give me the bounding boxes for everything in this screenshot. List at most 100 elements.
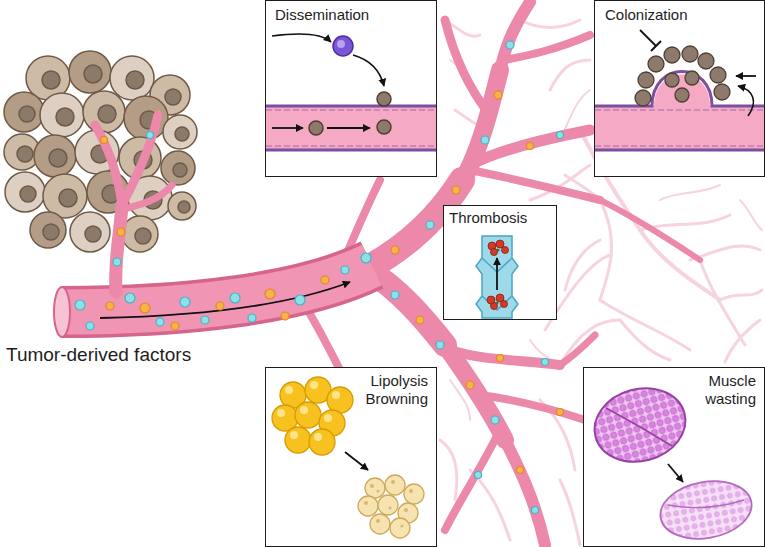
panel-text-group: Muscle wasting xyxy=(694,372,756,408)
colonization-scene xyxy=(682,46,698,62)
fat-cells xyxy=(404,484,424,504)
muscle-fibers xyxy=(586,378,694,471)
fat-cells xyxy=(358,496,378,516)
panel-title: Browning xyxy=(365,390,428,408)
tumor-cells xyxy=(126,71,144,89)
blood-vessel xyxy=(505,440,545,545)
pale-vessel-tree xyxy=(725,320,760,362)
panel-box: Muscle wasting xyxy=(583,367,765,547)
tumor-cells xyxy=(43,224,59,240)
main-vessel xyxy=(54,265,372,337)
thrombosis-scene xyxy=(491,249,498,256)
fat-cells xyxy=(290,431,298,439)
tumor-cells xyxy=(70,212,110,252)
pale-vessel-tree xyxy=(520,20,580,28)
tumor-cells xyxy=(17,146,33,162)
colonization-scene xyxy=(710,67,726,83)
fat-cells xyxy=(345,452,368,470)
blood-vessel xyxy=(450,350,560,365)
factor-dot-orange xyxy=(101,91,564,474)
factor-dot-cyan xyxy=(391,291,399,299)
factor-dot-orange xyxy=(140,303,150,313)
tumor-vessel xyxy=(122,115,158,205)
tumor-cells xyxy=(69,51,111,93)
dissemination-scene xyxy=(266,145,436,147)
thrombosis-scene xyxy=(496,258,498,290)
colonization-scene xyxy=(736,75,756,77)
colonization-scene xyxy=(595,145,764,147)
fat-cells xyxy=(277,381,340,441)
tumor-cells xyxy=(34,135,76,177)
fat-cells xyxy=(272,377,353,455)
tumor-cells xyxy=(30,212,66,248)
fat-cells xyxy=(295,402,321,428)
factor-dot-cyan xyxy=(86,322,94,330)
tumor-cells xyxy=(98,105,116,123)
factor-dot-cyan xyxy=(426,221,434,229)
fat-cells xyxy=(389,507,392,510)
pale-vessel-tree xyxy=(640,230,720,300)
tumor-cells xyxy=(178,201,190,213)
factor-dot-orange xyxy=(391,246,399,254)
tumor-cells xyxy=(163,115,197,149)
colonization-scene xyxy=(635,90,651,106)
colonization-scene xyxy=(595,106,764,150)
pale-vessel-tree xyxy=(620,320,670,360)
factor-dot-cyan xyxy=(180,297,190,307)
pale-vessel-tree xyxy=(600,300,690,350)
colonization-scene xyxy=(665,73,679,87)
factor-dot-orange xyxy=(494,91,502,99)
factor-dot-orange xyxy=(416,316,424,324)
fat-cells xyxy=(285,427,311,453)
panel-title: Muscle wasting xyxy=(694,372,756,408)
panel-ground xyxy=(265,0,765,547)
dissemination-scene xyxy=(272,127,303,129)
thrombosis-scene xyxy=(476,236,518,318)
fat-cells xyxy=(309,429,335,455)
tumor-cells xyxy=(168,192,196,220)
dissemination-scene xyxy=(377,92,391,106)
fat-cells xyxy=(310,381,318,389)
factor-dot-cyan xyxy=(113,258,121,266)
colonization-scene xyxy=(595,149,764,152)
fat-cells xyxy=(285,386,293,394)
main-vessel xyxy=(62,265,372,312)
panel-title: Lipolysis xyxy=(365,372,428,390)
tumor-cells xyxy=(4,92,44,132)
fat-cells xyxy=(327,387,353,413)
tumor-cells xyxy=(42,71,60,89)
tumor-cells xyxy=(56,108,74,126)
panel-ground xyxy=(443,205,557,320)
panel-text-group: Thrombosis xyxy=(449,209,527,227)
thrombosis-scene xyxy=(487,240,509,310)
fat-cells xyxy=(314,433,322,441)
thrombosis-scene xyxy=(496,248,499,251)
fat-cells xyxy=(332,391,340,399)
colonization-scene xyxy=(638,72,654,88)
dissemination-scene xyxy=(337,40,345,48)
factor-dot-orange xyxy=(527,143,534,150)
tumor-vessel xyxy=(120,185,172,210)
muscle-fibers xyxy=(668,500,744,508)
colonization-scene xyxy=(714,84,730,100)
fat-cells xyxy=(377,490,380,493)
factor-dot-orange xyxy=(265,289,275,299)
factor-dot-orange xyxy=(106,302,114,310)
fat-cells xyxy=(409,489,413,493)
thrombosis-scene xyxy=(476,236,518,318)
fat-cells xyxy=(378,495,398,515)
thrombosis-scene xyxy=(502,247,509,254)
factor-dot-cyan xyxy=(75,300,85,310)
factor-dot-cyan xyxy=(542,359,549,366)
dissemination-scene xyxy=(266,106,436,150)
panel-text-group: Colonization xyxy=(605,6,688,24)
fat-cells xyxy=(376,519,380,523)
fat-cells xyxy=(390,518,410,538)
panel-box: Dissemination xyxy=(265,0,437,177)
fat-cells xyxy=(364,501,368,505)
panel-ground xyxy=(583,367,765,547)
tumor-cells xyxy=(19,106,35,122)
blood-vessel xyxy=(600,200,700,260)
